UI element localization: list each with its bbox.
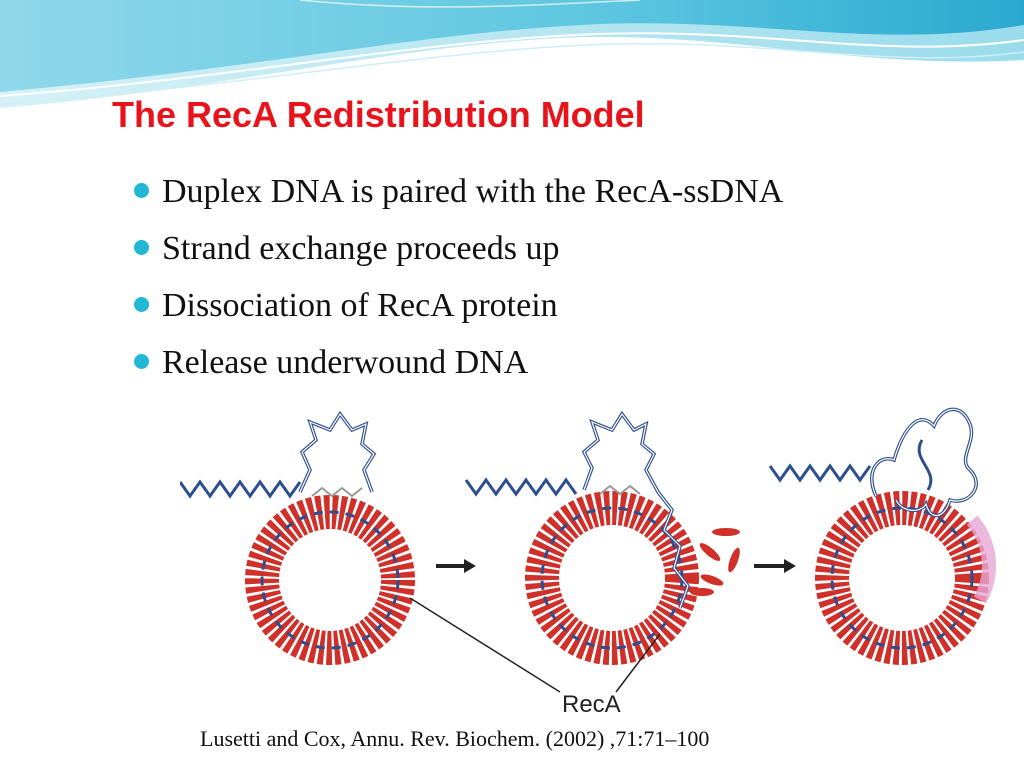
arrow-icon: [436, 559, 476, 573]
reca-label: RecA: [562, 691, 621, 718]
released-reca-monomer: [728, 547, 740, 573]
reca-redistribution-figure: RecA: [180, 400, 1006, 718]
bullet-item: Duplex DNA is paired with the RecA-ssDNA: [132, 168, 783, 225]
released-reca-monomer: [690, 588, 714, 596]
bullet-item: Release underwound DNA: [132, 339, 783, 396]
released-reca-monomer: [712, 528, 740, 536]
bullet-item: Strand exchange proceeds up: [132, 225, 783, 282]
panel-3-diagram: [768, 407, 996, 665]
bullet-text: Dissociation of RecA protein: [162, 287, 558, 324]
bullet-list: Duplex DNA is paired with the RecA-ssDNA…: [132, 168, 783, 396]
label-pointer-line: [409, 597, 561, 693]
panel-2-diagram: [464, 410, 740, 665]
bullet-dot-icon: [134, 354, 149, 369]
bullet-item: Dissociation of RecA protein: [132, 282, 783, 339]
duplex-dna-tail: [464, 477, 578, 497]
arrow-icon: [754, 559, 796, 573]
released-reca-monomer: [699, 543, 721, 561]
header-wave-decoration: [0, 0, 1024, 108]
duplex-dna-tail: [180, 479, 302, 499]
panel-1-diagram: [180, 410, 415, 665]
duplex-dna-tail: [768, 463, 872, 483]
released-reca-monomer: [700, 574, 724, 586]
bullet-dot-icon: [134, 183, 149, 198]
label-pointer-line: [615, 633, 661, 693]
citation: Lusetti and Cox, Annu. Rev. Biochem. (20…: [200, 726, 710, 751]
bullet-dot-icon: [134, 297, 149, 312]
slide-title: The RecA Redistribution Model: [112, 94, 645, 135]
pink-dna-segment: [966, 515, 996, 604]
bullet-text: Strand exchange proceeds up: [162, 230, 560, 267]
bullet-dot-icon: [134, 240, 149, 255]
bullet-text: Duplex DNA is paired with the RecA-ssDNA: [162, 173, 784, 210]
bullet-text: Release underwound DNA: [162, 344, 529, 381]
